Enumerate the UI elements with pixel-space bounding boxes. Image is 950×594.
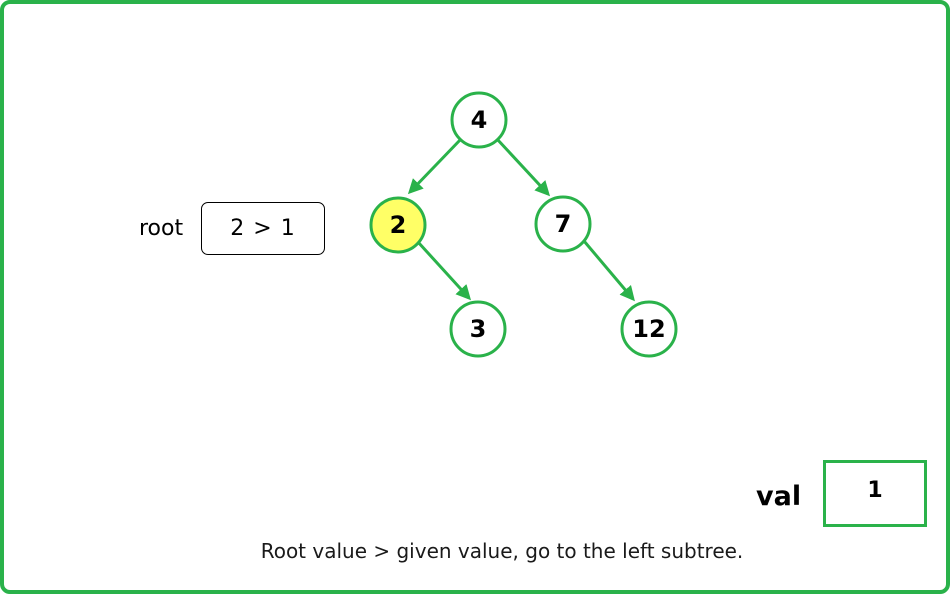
node-label: 7: [555, 210, 572, 238]
node-label: 12: [632, 315, 665, 343]
tree-node-4: 4: [450, 91, 508, 149]
node-circle: [620, 300, 678, 358]
node-label: 4: [471, 106, 488, 134]
val-box: 1: [823, 460, 927, 527]
tree-node-12: 12: [620, 300, 678, 358]
node-circle: [369, 196, 427, 254]
node-circle: [449, 300, 507, 358]
val-value: 1: [867, 478, 883, 503]
edge-7-to-12: [582, 240, 635, 302]
tree-node-7: 7: [534, 195, 592, 253]
val-label: val: [756, 481, 802, 512]
node-label: 2: [390, 211, 407, 239]
root-label: root: [139, 216, 184, 241]
tree-node-3: 3: [449, 300, 507, 358]
node-circle: [534, 195, 592, 253]
root-comparison-text: 2 > 1: [230, 216, 296, 241]
node-circle: [450, 91, 508, 149]
edge-4-to-7: [495, 137, 551, 197]
root-comparison-box: 2 > 1: [201, 202, 325, 255]
edge-4-to-2: [407, 137, 463, 195]
tree-node-2-highlighted: 2: [369, 196, 427, 254]
bst-diagram: 4 2 7 3 12: [369, 91, 678, 358]
step-caption: Root value > given value, go to the left…: [260, 539, 744, 563]
edge-2-to-3: [416, 240, 472, 301]
node-label: 3: [470, 315, 487, 343]
